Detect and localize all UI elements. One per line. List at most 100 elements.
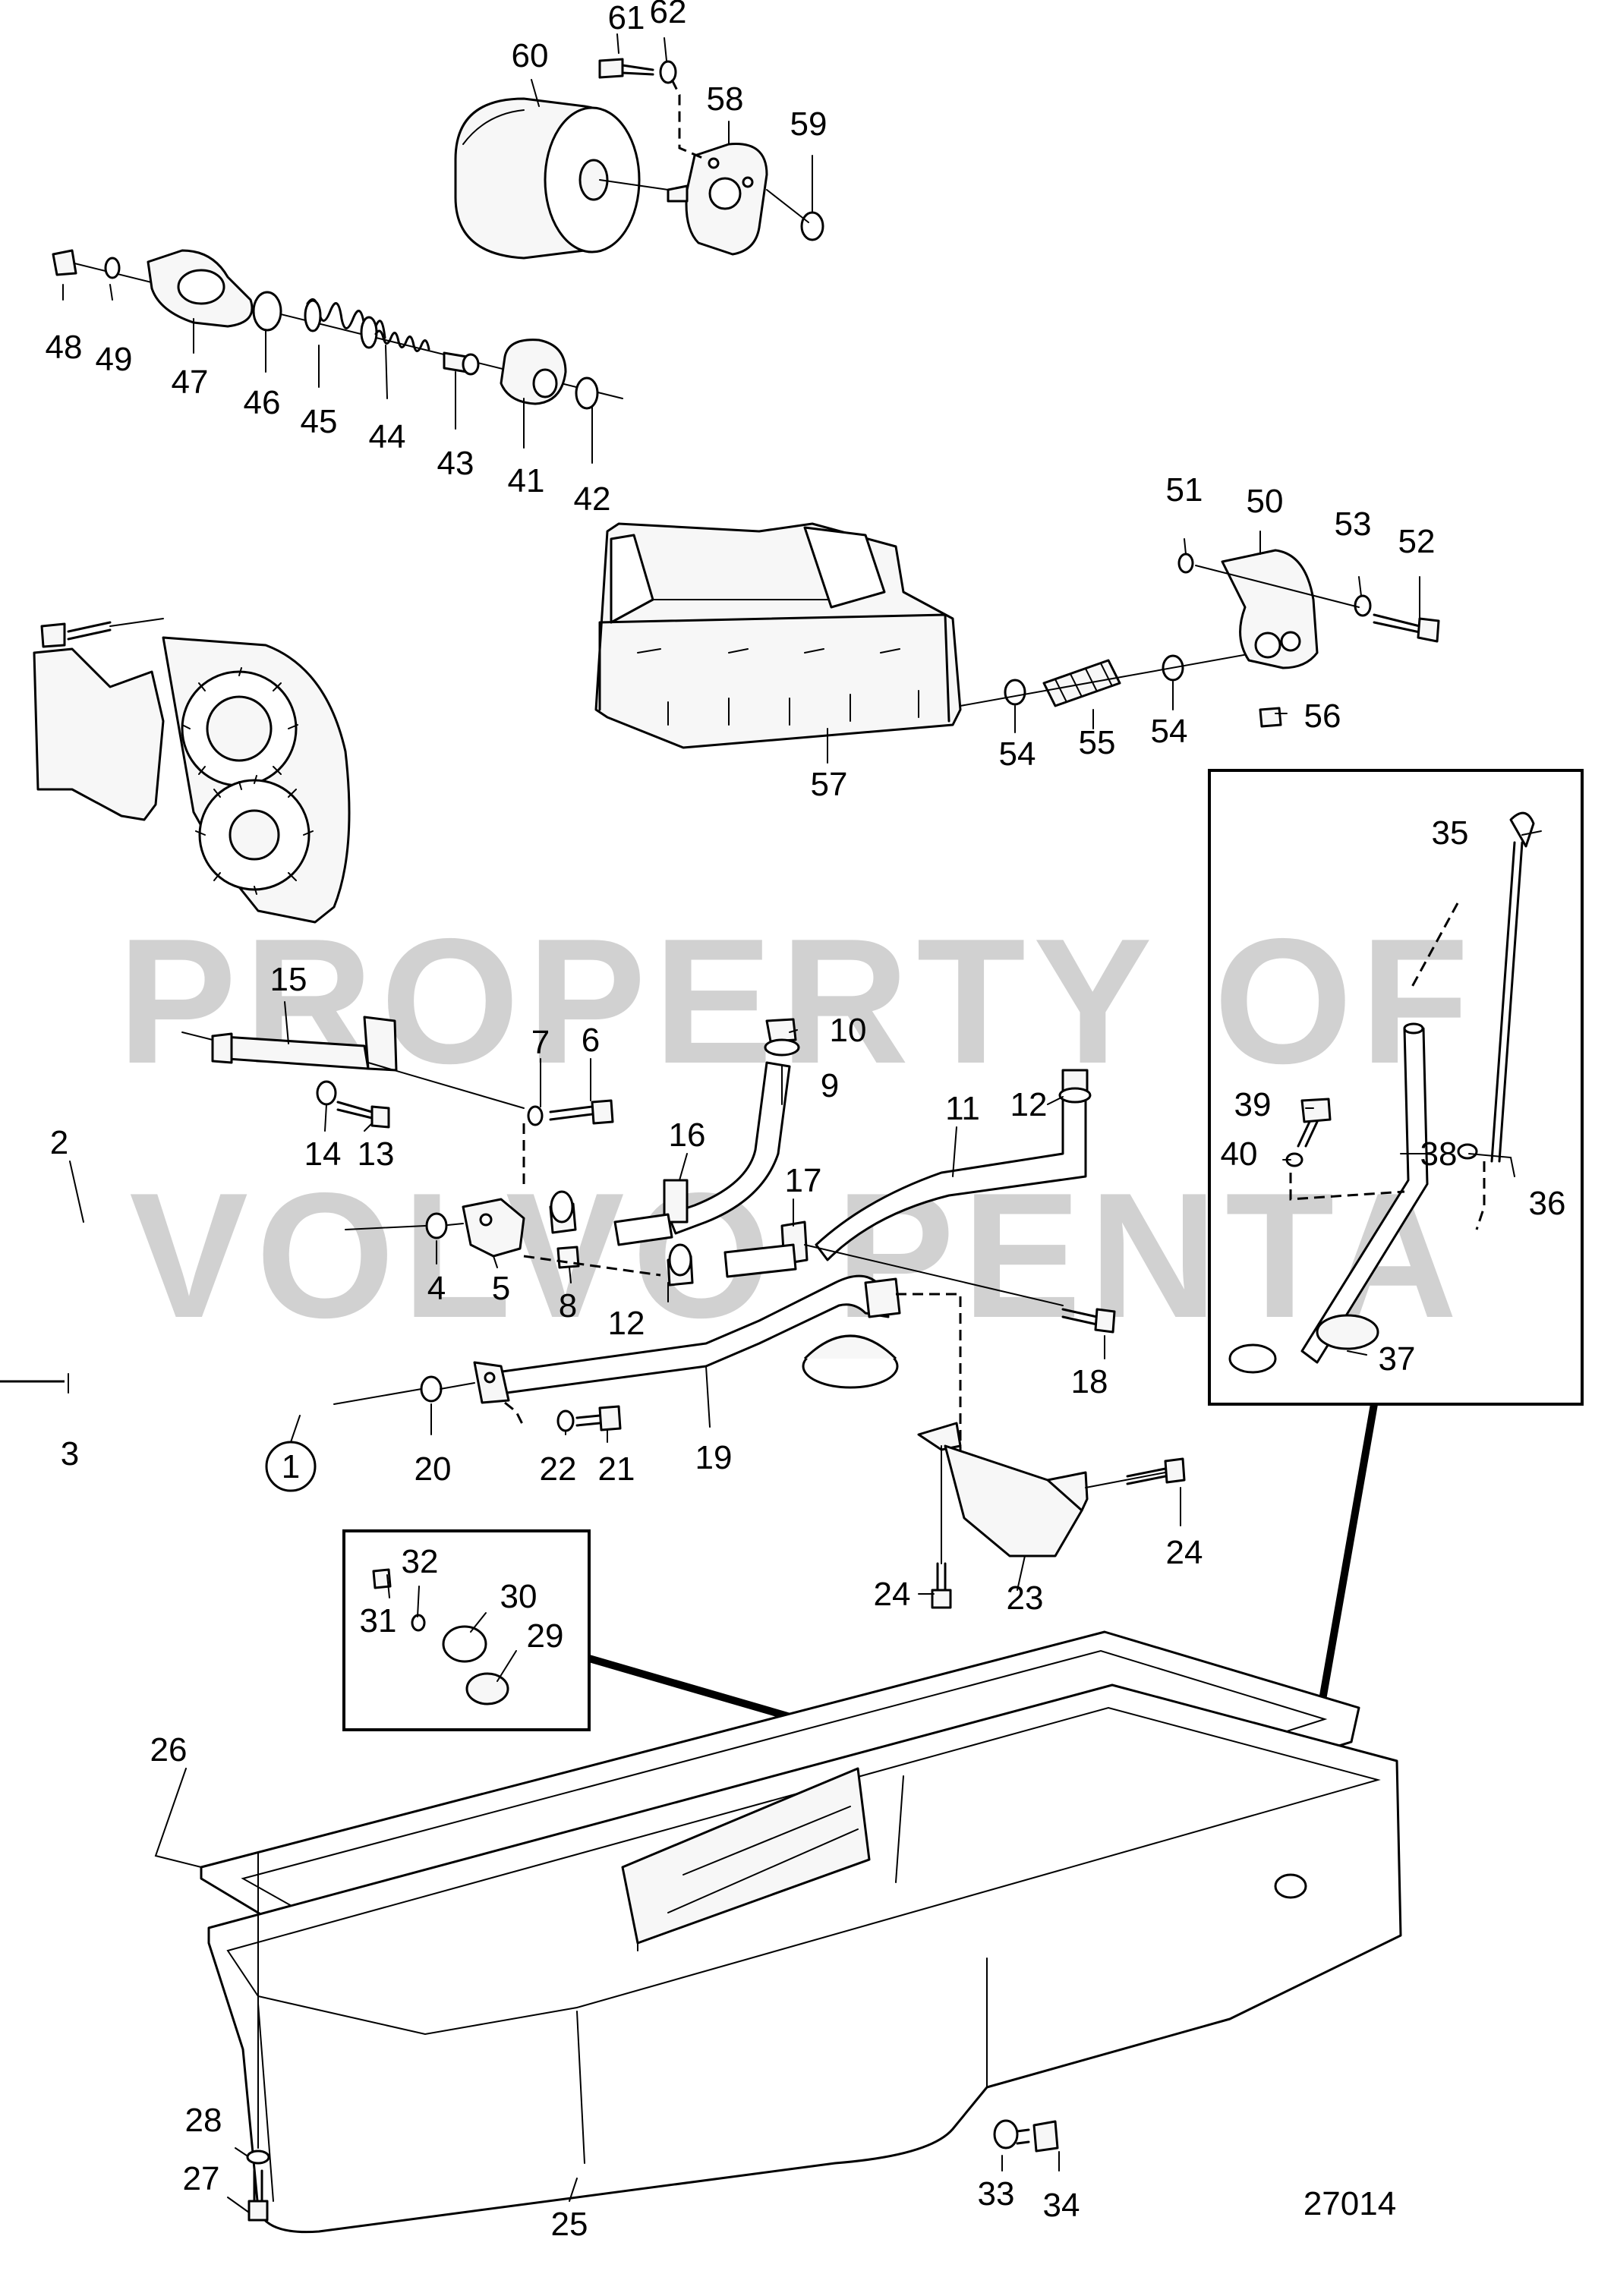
flange-washer [425,1212,448,1239]
valve-o-ring [252,291,282,332]
label-part-50: 50 [1247,483,1284,520]
label-part-21: 21 [598,1450,635,1488]
bracket-washer [800,211,824,241]
label-part-10: 10 [830,1012,867,1049]
label-part-44: 44 [369,418,406,455]
pipe-stub-lower [723,1243,797,1278]
label-part-24-lower: 24 [874,1576,911,1613]
relief-valve-assembly [52,249,623,410]
label-part-31: 31 [360,1602,397,1639]
valve-cover-screw [52,249,77,276]
drain-detail-inset [342,1529,591,1731]
label-part-27: 27 [183,2160,220,2197]
cooler-connector [1042,659,1121,707]
pressure-flange [462,1198,525,1258]
cooler-bracket [1221,549,1319,669]
label-part-12-upper: 12 [1010,1086,1048,1123]
pump-screw [0,621,112,1383]
suction-pipe-washer [420,1375,443,1403]
label-part-18: 18 [1071,1363,1108,1400]
label-part-26: 26 [150,1731,188,1768]
label-part-61: 61 [608,0,645,36]
sump-washer-28 [246,2150,270,2165]
label-part-38: 38 [1420,1135,1458,1173]
filter-bracket [667,143,768,256]
label-part-25: 25 [551,2206,588,2243]
flange-screw-21 [575,1405,622,1431]
pump-cover-plate [33,647,165,821]
label-part-45: 45 [301,403,338,440]
dipstick-seal [1457,1143,1478,1160]
pipe-union-12-upper [1058,1069,1092,1104]
drawing-number: 27014 [1303,2185,1396,2222]
label-part-34: 34 [1043,2187,1080,2224]
valve-spring [304,298,386,349]
pipe-union-10 [764,1018,800,1057]
strainer-bracket [917,1422,1089,1557]
flange-washer-22 [556,1409,575,1432]
group-reference-number: 1 [282,1448,300,1485]
label-part-7: 7 [531,1024,550,1061]
label-part-57: 57 [811,766,848,803]
label-part-35: 35 [1432,814,1469,852]
drain-detail-plug [465,1672,509,1705]
bracket-plug [1259,707,1282,728]
label-part-11: 11 [945,1090,980,1127]
pipe-union-upper-fitting [549,1190,577,1234]
label-part-54-left: 54 [999,735,1036,773]
label-part-42: 42 [574,480,611,518]
callout-labels: 60 61 62 58 59 48 49 47 46 45 44 43 41 4… [46,0,1566,2243]
label-part-51: 51 [1166,471,1203,509]
bracket-screw-washer [659,60,677,84]
label-part-17: 17 [785,1162,822,1199]
label-part-49: 49 [96,341,133,378]
label-part-43: 43 [437,445,474,482]
bracket-clip-14 [316,1080,337,1106]
leader-lines [62,33,1542,2213]
drain-plug [1016,2120,1059,2153]
label-part-15: 15 [270,961,307,998]
label-part-32: 32 [402,1543,439,1580]
label-part-2: 2 [50,1124,68,1161]
label-part-56: 56 [1304,698,1341,735]
label-part-29: 29 [527,1617,564,1655]
group-reference-marker: 1 [265,1415,317,1492]
label-part-48: 48 [46,329,83,366]
label-part-12-lower: 12 [608,1305,645,1342]
label-part-30: 30 [500,1578,537,1615]
suction-strainer [802,1277,901,1389]
sump-screw-27 [247,2169,269,2222]
label-part-54-right: 54 [1151,713,1188,750]
dipstick-tube [1300,1022,1429,1364]
valve-seal [575,376,599,410]
label-part-39: 39 [1234,1086,1272,1123]
pipe-stub-upper [613,1213,673,1246]
valve-inner-spring [374,329,430,352]
sump-baffle [621,1767,871,1945]
drain-plug-washer [993,2119,1019,2150]
bracket-washer-7 [527,1105,544,1126]
bracket-screw [598,58,654,79]
label-part-37: 37 [1379,1340,1416,1378]
pipe-union-12-lower [667,1243,694,1287]
valve-cover [147,249,254,328]
oil-sump [207,1683,1402,2234]
bracket-screw-6 [549,1099,614,1125]
valve-plunger [443,351,480,376]
watermark: PROPERTY OF VOLVO PENTA [118,901,1469,1355]
bracket-seal-ring [1177,553,1194,574]
label-part-24-upper: 24 [1166,1534,1203,1571]
label-part-3: 3 [61,1435,79,1472]
label-part-22: 22 [540,1450,577,1488]
oil-filter-canister [454,97,641,260]
label-part-58: 58 [707,80,744,118]
label-part-6: 6 [582,1022,600,1059]
bracket-washer-53 [1354,594,1372,617]
valve-housing [500,339,567,405]
label-part-62: 62 [650,0,687,30]
label-part-19: 19 [695,1439,733,1476]
valve-cover-washer [104,257,121,279]
bracket-screw-24-lower [931,1562,952,1609]
label-part-59: 59 [790,106,827,143]
label-part-46: 46 [244,384,281,421]
